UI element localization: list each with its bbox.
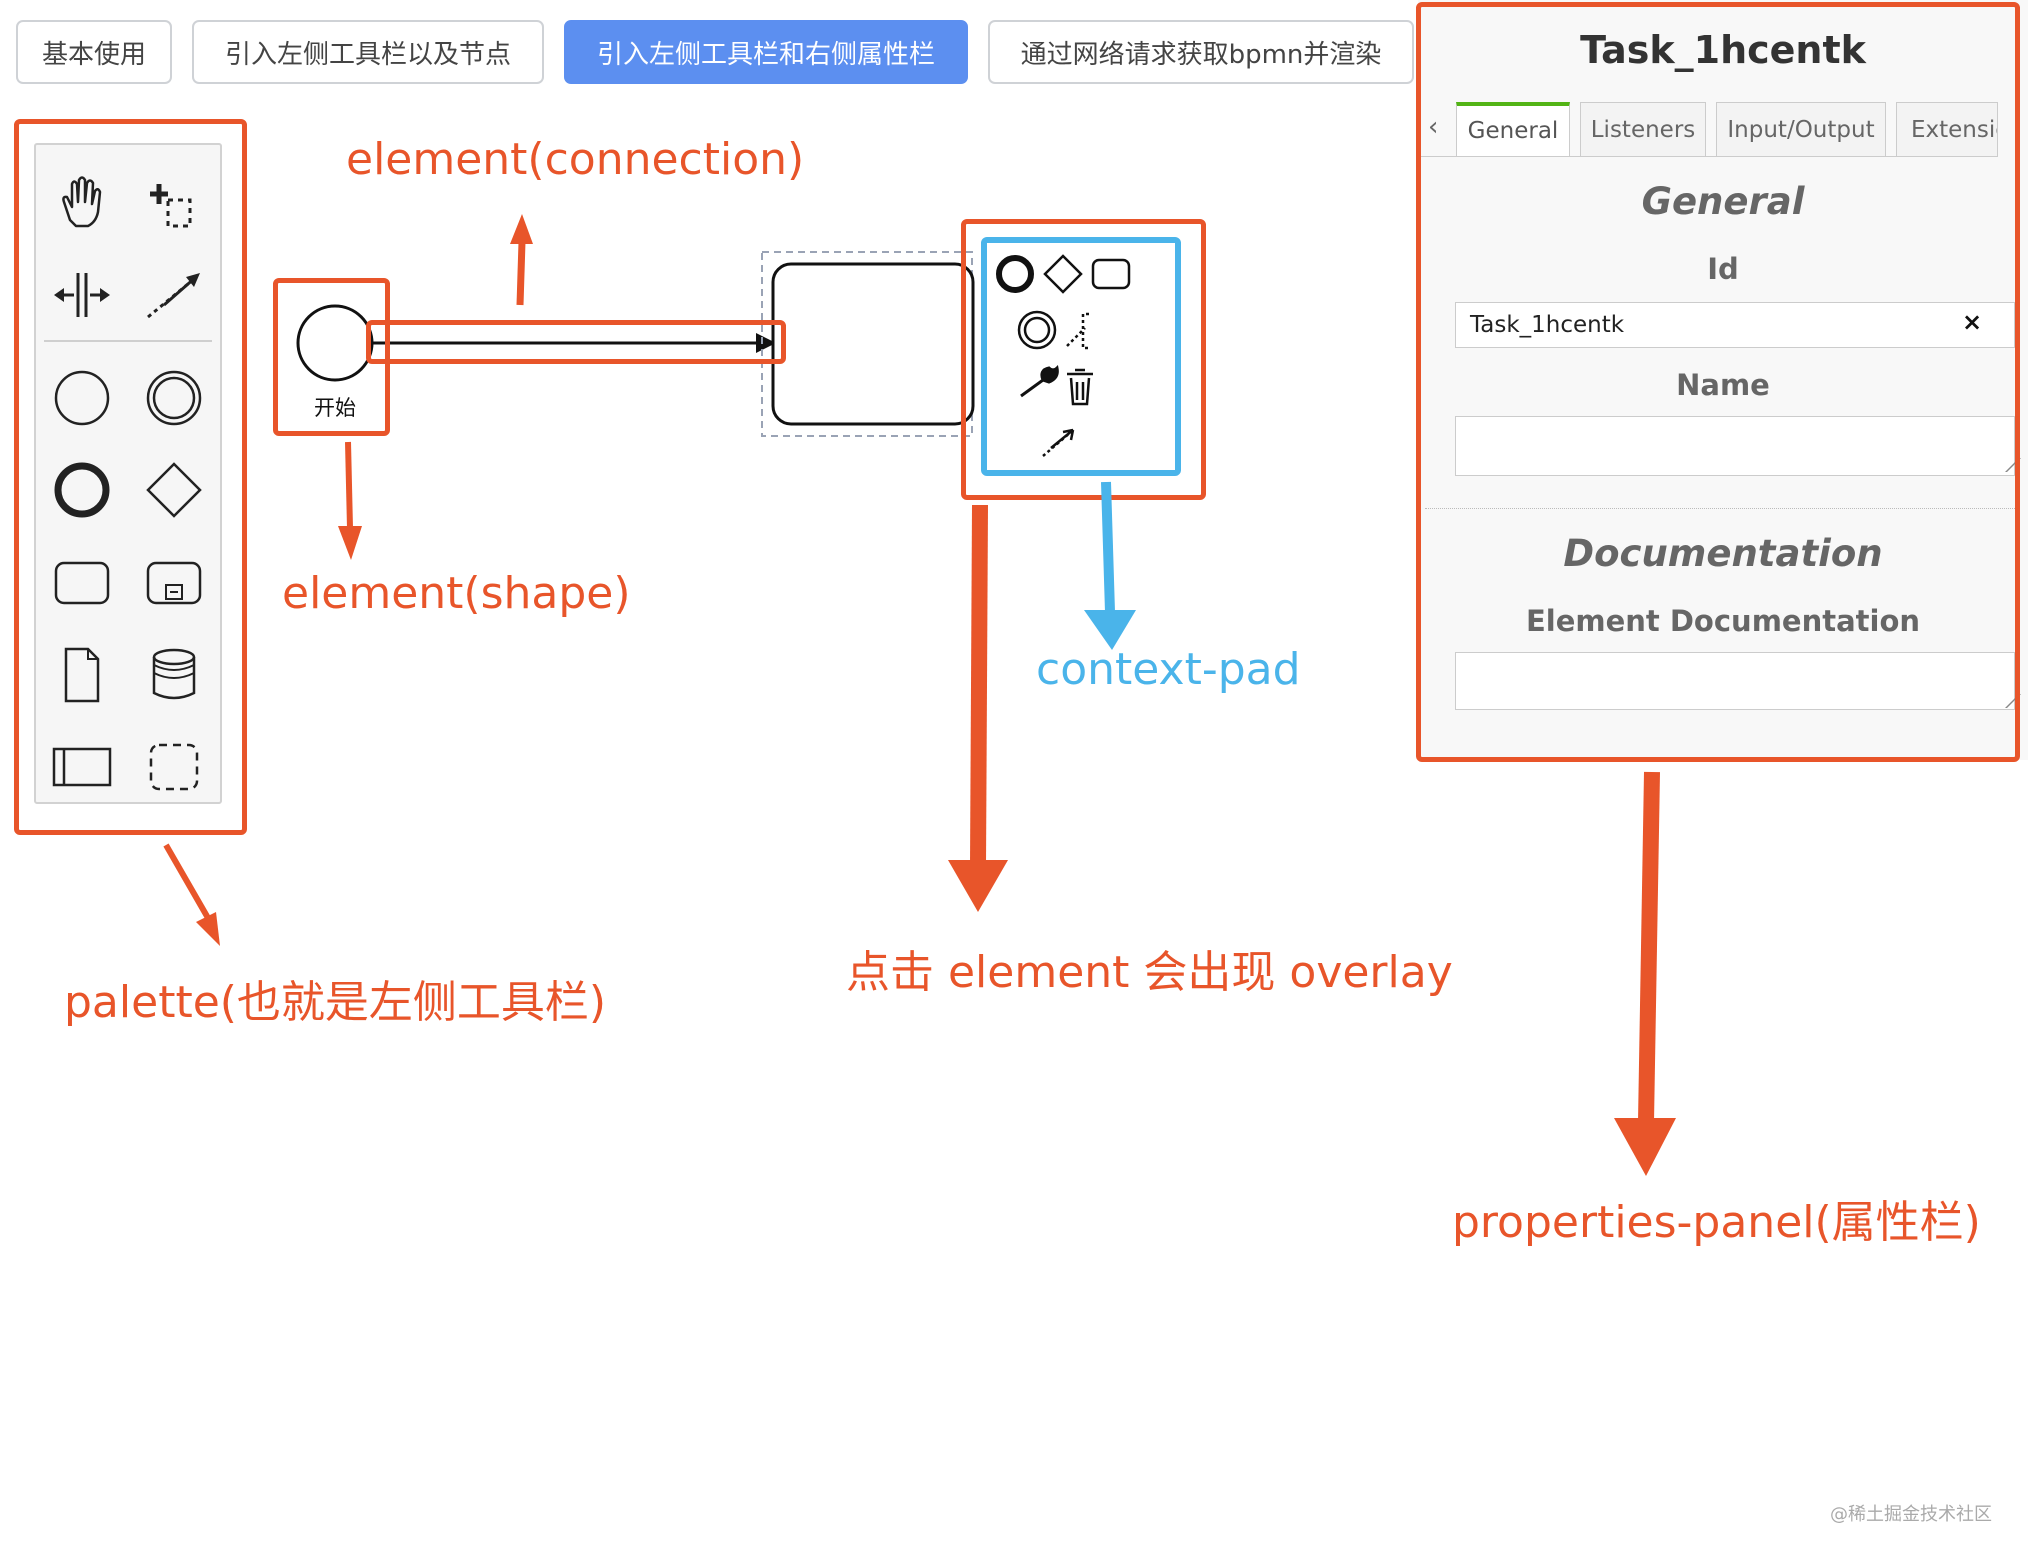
group-icon[interactable] — [134, 727, 214, 807]
panel-title: Task_1hcentk — [1580, 28, 1866, 72]
palette-highlight — [14, 119, 247, 835]
gateway-icon[interactable] — [134, 450, 214, 530]
properties-panel-highlight — [1416, 2, 2020, 762]
watermark: @稀土掘金技术社区 — [1830, 1504, 1992, 1525]
start-event-label: 开始 — [314, 396, 356, 420]
context-pad-highlight — [981, 237, 1181, 476]
append-intermediate-event-icon — [1017, 310, 1057, 350]
name-label: Name — [1676, 368, 1770, 402]
id-field[interactable]: Task_1hcentk — [1455, 302, 2015, 348]
subprocess-icon[interactable] — [134, 543, 214, 623]
append-task-icon — [1091, 258, 1131, 290]
delete-icon — [1067, 368, 1093, 406]
context-pad-outer-highlight — [961, 219, 1206, 500]
data-object-icon[interactable] — [42, 635, 122, 715]
text-annotation-icon — [1066, 312, 1089, 350]
start-event-icon[interactable] — [42, 358, 122, 438]
space-tool-icon[interactable] — [42, 255, 122, 335]
task-shape — [771, 262, 975, 426]
palette-nodes-button[interactable]: 引入左侧工具栏以及节点 — [192, 20, 544, 84]
tab-extensions[interactable]: Extensic — [1896, 102, 1998, 156]
tab-prev-icon[interactable]: ‹ — [1428, 112, 1439, 142]
connection-highlight — [366, 320, 786, 364]
task-icon[interactable] — [42, 543, 122, 623]
annotation-connection: element(connection) — [346, 134, 805, 185]
annotation-palette: palette(也就是左侧工具栏) — [64, 977, 607, 1028]
global-connect-icon[interactable] — [134, 255, 214, 335]
data-store-icon[interactable] — [134, 635, 214, 715]
tab-input-output[interactable]: Input/Output — [1716, 102, 1886, 156]
id-value: Task_1hcentk — [1470, 312, 1625, 338]
lasso-tool-icon[interactable] — [134, 162, 214, 242]
palette-separator — [44, 340, 212, 342]
context-pad — [987, 244, 1177, 470]
annotation-properties-panel: properties-panel(属性栏) — [1452, 1197, 1981, 1248]
shape-highlight — [273, 278, 390, 436]
hand-tool-icon[interactable] — [42, 162, 122, 242]
tab-listeners[interactable]: Listeners — [1580, 102, 1706, 156]
group-separator — [1425, 508, 2015, 509]
doc-label: Element Documentation — [1525, 604, 1921, 638]
tab-underline — [1418, 156, 1998, 157]
annotation-shape: element(shape) — [282, 568, 631, 619]
basic-usage-button[interactable]: 基本使用 — [16, 20, 172, 84]
group-general-title: General — [1641, 180, 1805, 223]
tab-general[interactable]: General — [1456, 102, 1570, 156]
clear-id-icon[interactable]: × — [1962, 308, 1983, 336]
doc-field[interactable] — [1455, 652, 2015, 710]
network-bpmn-button[interactable]: 通过网络请求获取bpmn并渲染 — [988, 20, 1414, 84]
id-label: Id — [1707, 252, 1739, 286]
name-field[interactable] — [1455, 416, 2015, 476]
append-gateway-icon — [1043, 254, 1083, 294]
intermediate-event-icon[interactable] — [134, 358, 214, 438]
participant-icon[interactable] — [42, 727, 122, 807]
append-end-event-icon — [996, 255, 1034, 293]
annotation-context-pad: context-pad — [1036, 644, 1301, 695]
palette-properties-button[interactable]: 引入左侧工具栏和右侧属性栏 — [564, 20, 968, 84]
annotation-overlay: 点击 element 会出现 overlay — [846, 947, 1453, 998]
change-type-icon — [1020, 364, 1059, 398]
end-event-icon[interactable] — [42, 450, 122, 530]
group-documentation-title: Documentation — [1563, 532, 1883, 575]
